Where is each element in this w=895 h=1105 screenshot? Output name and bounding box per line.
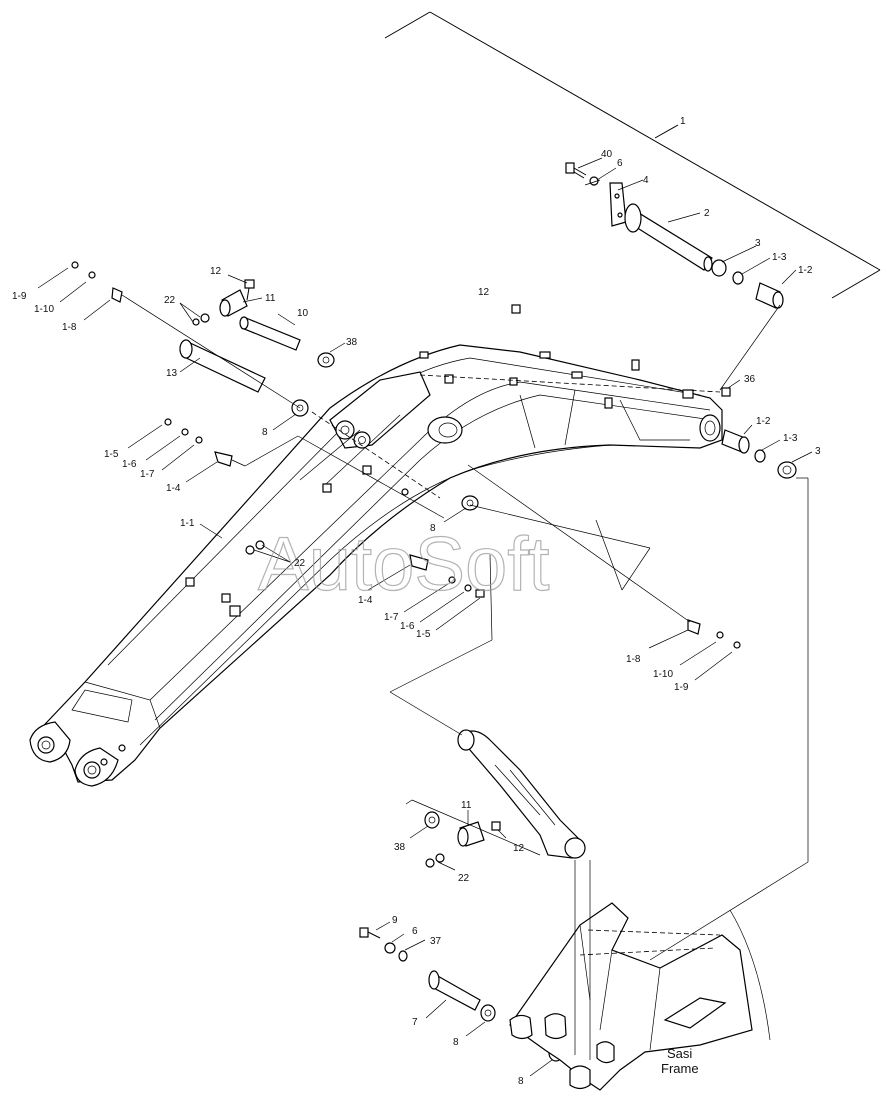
assembly-bracket [384, 11, 881, 299]
callout-1-6-mid: 1-6 [400, 621, 415, 632]
callout-10: 10 [297, 308, 309, 319]
callout-8-left: 8 [262, 427, 268, 438]
callout-22-lower: 22 [458, 873, 470, 884]
bushing-1-2-top [755, 282, 784, 309]
callout-9: 9 [392, 915, 398, 926]
upper-right-pin-group [565, 162, 784, 309]
callout-1-2-right: 1-2 [756, 416, 771, 427]
callout-12-lower: 12 [513, 843, 525, 854]
callout-11-left: 11 [265, 293, 276, 304]
callout-1-9-left: 1-9 [12, 291, 27, 302]
chassis-frame [509, 902, 771, 1091]
callout-8-mid: 8 [430, 523, 436, 534]
callout-6-top: 6 [617, 158, 623, 169]
callout-36: 36 [744, 374, 756, 385]
leader-lines [37, 157, 813, 1077]
callout-8-bottom-a: 8 [453, 1037, 459, 1048]
washer-3-top [711, 259, 727, 277]
callout-1-3-right: 1-3 [783, 433, 798, 444]
callout-38-left: 38 [346, 337, 358, 348]
bolt-12-left [244, 279, 255, 301]
callout-22-left: 22 [164, 295, 176, 306]
callout-4: 4 [643, 175, 649, 186]
callout-1-2-top: 1-2 [798, 265, 813, 276]
right-bushing-group [721, 429, 797, 479]
callout-1-3-top: 1-3 [772, 252, 787, 263]
callout-2: 2 [704, 208, 710, 219]
plate-4 [609, 182, 627, 227]
callout-1-1: 1-1 [180, 518, 195, 529]
callout-37: 37 [430, 936, 442, 947]
callout-1-8-right: 1-8 [626, 654, 641, 665]
callout-12-left: 12 [210, 266, 222, 277]
callout-labels: 1 40 6 4 2 3 1-3 1-2 12 11 22 10 38 13 8… [12, 116, 821, 1087]
callout-1-4-mid: 1-4 [358, 595, 373, 606]
callout-1-5-mid: 1-5 [416, 629, 431, 640]
callout-8-bottom-b: 8 [518, 1076, 524, 1087]
frame-label-line2: Frame [661, 1061, 699, 1076]
callout-7: 7 [412, 1017, 418, 1028]
callout-3-top: 3 [755, 238, 761, 249]
callout-1-8-left: 1-8 [62, 322, 77, 333]
lower-bushing-group [424, 811, 501, 868]
callout-1-9-right: 1-9 [674, 682, 689, 693]
callout-1-4-left: 1-4 [166, 483, 181, 494]
callout-38-lower: 38 [394, 842, 406, 853]
callout-1-10-left: 1-10 [34, 304, 54, 315]
left-pin-group [179, 279, 335, 417]
watermark: AutoSoft [258, 522, 550, 607]
washer-8-mid [461, 495, 479, 511]
callout-1-6-left: 1-6 [122, 459, 137, 470]
callout-11-lower: 11 [461, 800, 472, 811]
callout-12-mid: 12 [478, 287, 490, 298]
ring-1-3-top [732, 271, 744, 285]
pin-10 [239, 316, 301, 351]
boom-body [29, 344, 723, 787]
callout-40: 40 [601, 149, 613, 160]
callout-3-right: 3 [815, 446, 821, 457]
callout-22-mid: 22 [294, 558, 306, 569]
small-fasteners [71, 261, 741, 649]
callout-13: 13 [166, 368, 178, 379]
callout-1-7-left: 1-7 [140, 469, 155, 480]
callout-6-bottom: 6 [412, 926, 418, 937]
washer-38-left [317, 352, 335, 368]
bolt-40 [565, 162, 587, 179]
bushing-11-left [219, 289, 248, 317]
cylinder-rod [457, 729, 586, 859]
pin-13 [179, 339, 266, 393]
callout-1-10-right: 1-10 [653, 669, 673, 680]
callout-1-5-left: 1-5 [104, 449, 119, 460]
nut-22-left [200, 313, 210, 323]
callout-1-7-mid: 1-7 [384, 612, 399, 623]
callout-1: 1 [680, 116, 686, 127]
frame-label-line1: Sasi [667, 1046, 692, 1061]
pin-2 [624, 203, 713, 272]
